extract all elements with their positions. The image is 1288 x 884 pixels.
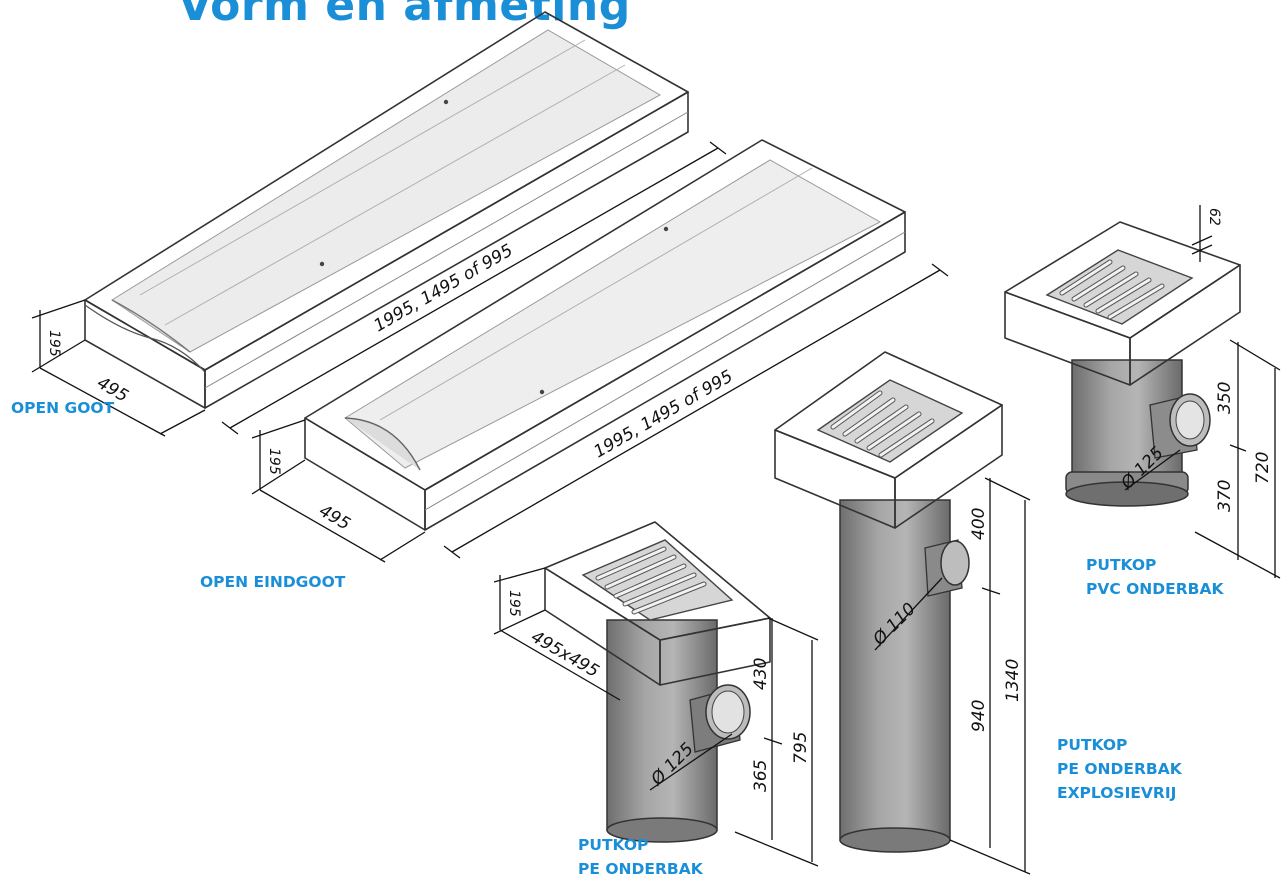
putkop-pe-drawing — [544, 521, 771, 843]
dim-eindgoot-width: 495 — [316, 501, 354, 535]
putkop-pvc-drawing — [1004, 221, 1241, 507]
dim-ex-total: 1340 — [1003, 659, 1023, 702]
label-putkop-pe-line2: PE ONDERBAK — [578, 860, 703, 878]
label-putkop-ex-line3: EXPLOSIEVRIJ — [1057, 784, 1177, 802]
label-putkop-explosievrij: PUTKOP PE ONDERBAK EXPLOSIEVRIJ — [1057, 733, 1182, 805]
dim-pvc-lower: 370 — [1215, 480, 1235, 512]
dim-eindgoot-height: 195 — [266, 448, 282, 475]
label-putkop-pe: PUTKOP PE ONDERBAK — [578, 833, 703, 881]
label-putkop-pvc: PUTKOP PVC ONDERBAK — [1086, 553, 1224, 601]
dimension-lines — [31, 141, 1281, 875]
label-putkop-pvc-line2: PVC ONDERBAK — [1086, 580, 1224, 598]
label-open-goot-line: OPEN GOOT — [11, 399, 115, 417]
dim-pe-total: 795 — [791, 732, 811, 764]
dim-pe-upper: 430 — [751, 658, 771, 690]
open-eindgoot-drawing — [304, 139, 906, 531]
putkop-explosievrij-drawing — [774, 351, 1003, 853]
label-putkop-ex-line2: PE ONDERBAK — [1057, 760, 1182, 778]
label-open-eindgoot-line: OPEN EINDGOOT — [200, 573, 346, 591]
dim-pe-lower: 365 — [751, 760, 771, 792]
dim-goot-height: 195 — [46, 330, 62, 357]
dim-pvc-top: 62 — [1206, 208, 1222, 226]
dim-pe-size: 495x495 — [528, 627, 603, 682]
dim-ex-upper: 400 — [969, 508, 989, 540]
dim-ex-lower: 940 — [969, 700, 989, 732]
dim-pvc-total: 720 — [1253, 452, 1273, 484]
page-title: Vorm en afmeting — [178, 0, 631, 31]
open-goot-drawing — [84, 11, 689, 409]
label-putkop-ex-line1: PUTKOP — [1057, 736, 1128, 754]
label-open-goot: OPEN GOOT — [11, 396, 114, 420]
dim-goot-length: 1995, 1495 of 995 — [371, 241, 517, 337]
dim-pvc-upper: 350 — [1215, 382, 1235, 414]
dim-pe-height: 195 — [506, 590, 522, 617]
label-open-eindgoot: OPEN EINDGOOT — [200, 570, 345, 594]
label-putkop-pe-line1: PUTKOP — [578, 836, 649, 854]
label-putkop-pvc-line1: PUTKOP — [1086, 556, 1157, 574]
